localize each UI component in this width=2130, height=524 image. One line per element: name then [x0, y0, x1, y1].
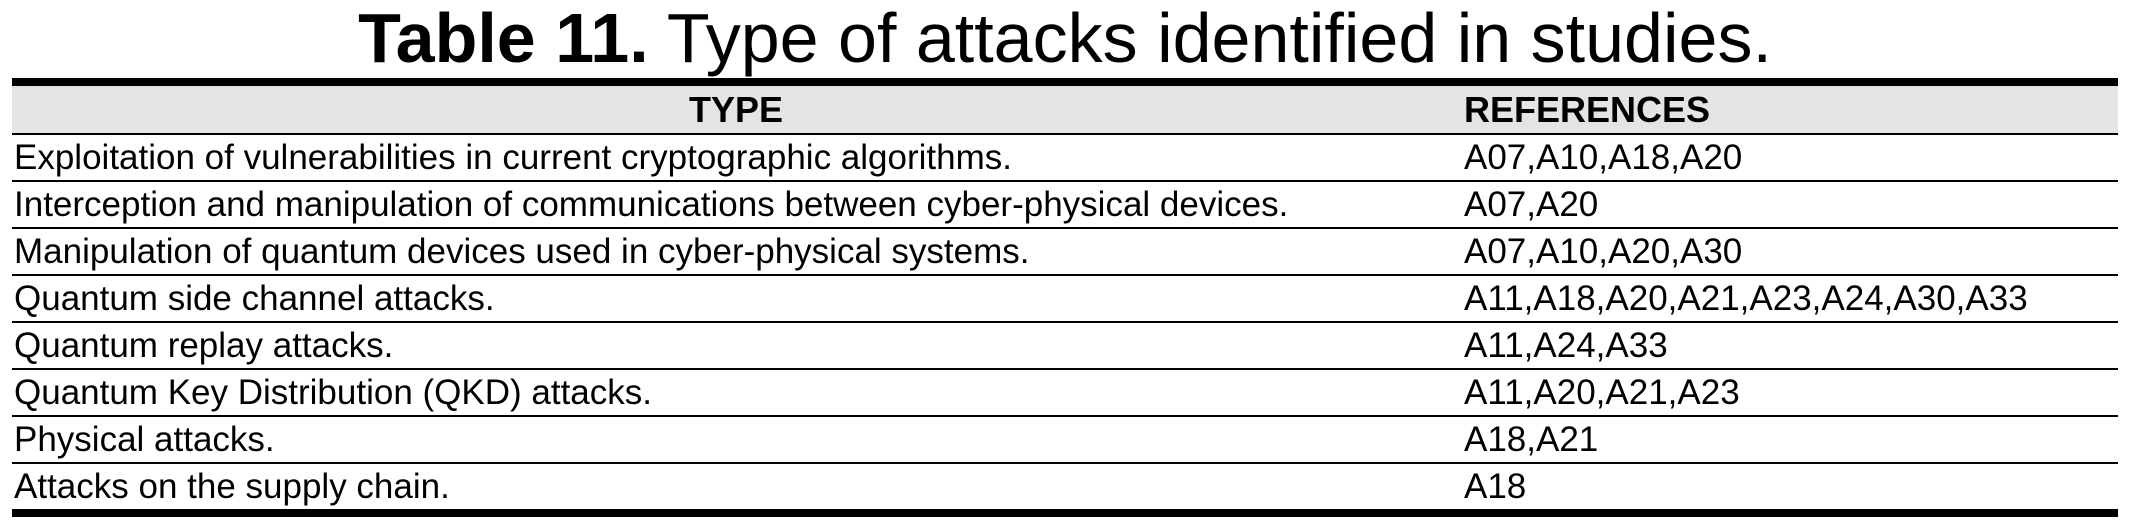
references-cell: A18 [1460, 463, 2118, 517]
references-cell: A07,A10,A20,A30 [1460, 228, 2118, 276]
references-cell: A07,A20 [1460, 181, 2118, 229]
references-cell: A11,A18,A20,A21,A23,A24,A30,A33 [1460, 275, 2118, 323]
type-cell: Physical attacks. [12, 416, 1460, 464]
type-cell: Exploitation of vulnerabilities in curre… [12, 134, 1460, 182]
references-cell: A11,A20,A21,A23 [1460, 369, 2118, 417]
table-row: Interception and manipulation of communi… [12, 181, 2118, 229]
type-cell: Manipulation of quantum devices used in … [12, 228, 1460, 276]
table-row: Quantum replay attacks. A11,A24,A33 [12, 322, 2118, 370]
type-cell: Quantum side channel attacks. [12, 275, 1460, 323]
table-header: TYPE REFERENCES [12, 78, 2118, 135]
table-row: Manipulation of quantum devices used in … [12, 228, 2118, 276]
type-cell: Quantum Key Distribution (QKD) attacks. [12, 369, 1460, 417]
attacks-table: TYPE REFERENCES Exploitation of vulnerab… [12, 78, 2118, 517]
table-row: Quantum side channel attacks. A11,A18,A2… [12, 275, 2118, 323]
attacks-table-container: TYPE REFERENCES Exploitation of vulnerab… [12, 78, 2118, 517]
references-cell: A18,A21 [1460, 416, 2118, 464]
table-row: Attacks on the supply chain. A18 [12, 463, 2118, 517]
table-caption-label: Table 11. [358, 0, 649, 77]
table-row: Quantum Key Distribution (QKD) attacks. … [12, 369, 2118, 417]
table-row: Physical attacks. A18,A21 [12, 416, 2118, 464]
type-cell: Interception and manipulation of communi… [12, 181, 1460, 229]
type-cell: Quantum replay attacks. [12, 322, 1460, 370]
table-row: Exploitation of vulnerabilities in curre… [12, 134, 2118, 182]
type-cell: Attacks on the supply chain. [12, 463, 1460, 517]
table-caption-text: Type of attacks identified in studies. [648, 0, 1772, 77]
references-cell: A07,A10,A18,A20 [1460, 134, 2118, 182]
table-body: Exploitation of vulnerabilities in curre… [12, 134, 2118, 517]
table-header-row: TYPE REFERENCES [12, 78, 2118, 135]
column-header-type: TYPE [12, 78, 1460, 135]
references-cell: A11,A24,A33 [1460, 322, 2118, 370]
column-header-references: REFERENCES [1460, 78, 2118, 135]
table-caption: Table 11. Type of attacks identified in … [0, 0, 2130, 76]
